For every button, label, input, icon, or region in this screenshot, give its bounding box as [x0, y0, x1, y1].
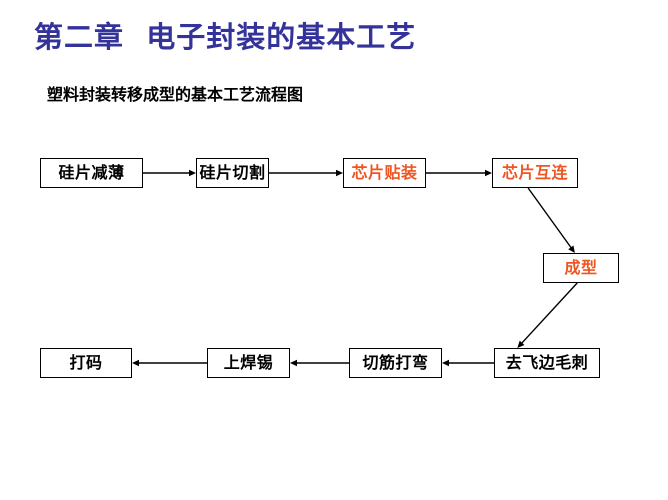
flow-edge-n8-n9-arrowhead: [132, 359, 139, 367]
flow-edge-n1-n2-arrowhead: [189, 169, 196, 177]
flow-edge-n4-n5: [527, 187, 572, 249]
flow-edge-n3-n4-arrowhead: [485, 169, 492, 177]
flow-node-n4: 芯片互连: [492, 158, 578, 188]
flow-node-label: 芯片贴装: [351, 163, 418, 182]
page-title: 第二章 电子封装的基本工艺: [34, 20, 417, 54]
flow-edge-n2-n3-arrowhead: [336, 169, 343, 177]
flow-node-label: 硅片减薄: [58, 163, 125, 182]
flow-edge-n5-n6-arrowhead: [517, 340, 525, 348]
flow-node-n7: 切筋打弯: [349, 348, 442, 378]
flow-node-label: 芯片互连: [501, 163, 568, 182]
flow-node-label: 去飞边毛刺: [505, 353, 589, 372]
flow-node-label: 切筋打弯: [362, 353, 429, 372]
flow-edge-n5-n6: [520, 282, 578, 345]
flow-edge-n6-n7-arrowhead: [442, 359, 449, 367]
flow-node-n8: 上焊锡: [207, 348, 290, 378]
flow-node-label: 上焊锡: [223, 353, 274, 372]
flow-node-label: 成型: [564, 258, 598, 277]
flow-node-label: 打码: [69, 353, 103, 372]
flow-node-label: 硅片切割: [199, 163, 266, 182]
flow-edge-n7-n8-arrowhead: [290, 359, 297, 367]
flow-node-n5: 成型: [543, 253, 619, 283]
flow-node-n9: 打码: [40, 348, 132, 378]
flow-node-n3: 芯片贴装: [343, 158, 426, 188]
flow-node-n6: 去飞边毛刺: [494, 348, 600, 378]
flow-node-n2: 硅片切割: [196, 158, 269, 188]
flow-edge-n4-n5-arrowhead: [568, 245, 575, 253]
subtitle: 塑料封装转移成型的基本工艺流程图: [47, 85, 304, 104]
flow-node-n1: 硅片减薄: [40, 158, 143, 188]
